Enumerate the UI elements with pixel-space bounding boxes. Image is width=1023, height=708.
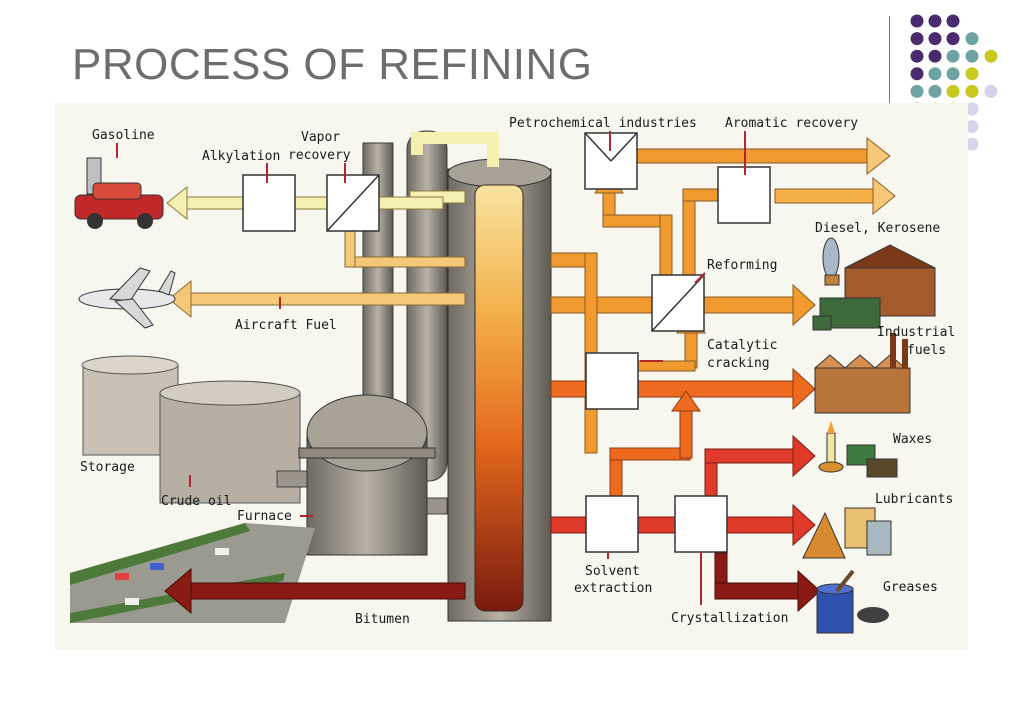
aromatic-recovery-unit [717, 166, 771, 224]
refining-process-diagram: Gasoline Alkylation Vapor recovery Petro… [55, 103, 968, 650]
alkylation-unit [242, 174, 296, 232]
label-crude-oil: Crude oil [161, 494, 231, 509]
label-reforming: Reforming [707, 258, 777, 273]
label-waxes: Waxes [893, 432, 932, 447]
diagram-canvas: Gasoline Alkylation Vapor recovery Petro… [70, 116, 955, 634]
decorative-dot [910, 67, 924, 81]
crystallization-unit [674, 495, 728, 553]
distillation-column [447, 158, 552, 622]
crude-oil-tank-icon [159, 380, 301, 504]
label-cracking: cracking [707, 356, 770, 371]
solvent-extraction-unit [585, 495, 639, 553]
bitumen-stream [164, 567, 466, 615]
label-catalytic: Catalytic [707, 338, 777, 353]
furnace-icon [276, 394, 448, 556]
decorative-dot [928, 67, 942, 81]
decorative-dot [965, 67, 979, 81]
label-gasoline: Gasoline [92, 128, 155, 143]
label-leaders [116, 131, 746, 605]
decorative-dot [910, 32, 924, 46]
label-diesel-kerosene: Diesel, Kerosene [815, 221, 940, 236]
highway-icon [70, 523, 315, 623]
label-storage: Storage [80, 460, 135, 475]
candle-wax-icon [818, 421, 898, 478]
decorative-dot [946, 84, 960, 98]
label-aircraft-fuel: Aircraft Fuel [235, 318, 337, 333]
lubricant-cans-icon [802, 507, 892, 559]
aromatic-stream [682, 176, 896, 290]
label-aromatic: Aromatic recovery [725, 116, 858, 131]
decorative-dot [928, 49, 942, 63]
decorative-dot [910, 14, 924, 28]
label-alkylation: Alkylation [202, 149, 280, 164]
decorative-dot [965, 84, 979, 98]
decorative-dot [984, 49, 998, 63]
slide-title: PROCESS OF REFINING [72, 40, 593, 89]
process-units [242, 132, 771, 553]
diesel-house-truck-icon [812, 237, 936, 331]
airplane-icon [78, 267, 176, 329]
decorative-dot [965, 49, 979, 63]
label-industrial: Industrial [877, 325, 955, 340]
label-fuels: fuels [907, 343, 946, 358]
decorative-dot [946, 32, 960, 46]
diagram-labels: Gasoline Alkylation Vapor recovery Petro… [80, 116, 955, 627]
decorative-dot [910, 49, 924, 63]
factory-icon [813, 333, 911, 414]
decorative-dot [910, 84, 924, 98]
gas-pump-car-icon [74, 157, 164, 229]
decorative-dot [946, 67, 960, 81]
decorative-dot [928, 32, 942, 46]
decorative-dot [946, 14, 960, 28]
label-crystallization: Crystallization [671, 611, 788, 626]
label-petrochemical: Petrochemical industries [509, 116, 697, 131]
decorative-dot [984, 84, 998, 98]
decorative-dot [928, 84, 942, 98]
decorative-dot [965, 32, 979, 46]
greases-stream [714, 552, 821, 613]
catalytic-cracking-unit [585, 352, 639, 410]
label-bitumen: Bitumen [355, 612, 410, 627]
label-furnace: Furnace [237, 509, 292, 524]
label-solvent: Solvent [585, 564, 640, 579]
aircraft-fuel-stream [168, 227, 466, 319]
label-vapor: Vapor [301, 130, 340, 145]
label-extraction: extraction [574, 581, 652, 596]
grease-bucket-icon [816, 569, 889, 634]
label-greases: Greases [883, 580, 938, 595]
label-lubricants: Lubricants [875, 492, 953, 507]
decorative-dot [928, 14, 942, 28]
label-recovery: recovery [288, 148, 351, 163]
title-divider [889, 16, 890, 104]
decorative-dot [946, 49, 960, 63]
